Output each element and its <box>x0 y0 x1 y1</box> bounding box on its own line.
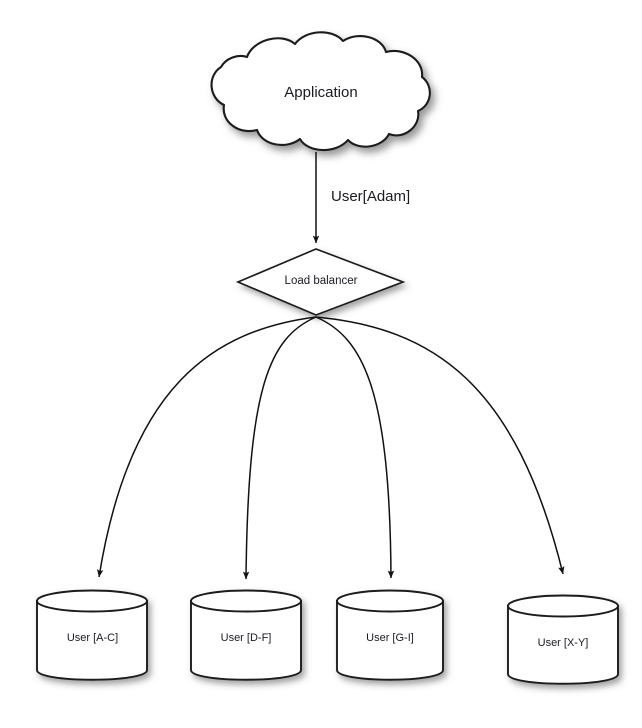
cloud-shape <box>210 31 431 152</box>
edge-curve <box>97 316 317 578</box>
edge-curve <box>315 316 565 575</box>
node-database-3[interactable] <box>507 594 619 685</box>
cylinder-body <box>336 600 444 681</box>
edge-load-balancer-to-database-1 <box>242 316 317 580</box>
cylinder-top <box>507 594 619 618</box>
cylinder-top <box>190 589 302 613</box>
node-database-2[interactable] <box>336 589 444 681</box>
edge-load-balancer-to-database-2 <box>315 316 395 579</box>
node-database-0[interactable] <box>36 589 148 681</box>
node-cloud[interactable] <box>210 31 431 152</box>
cylinder-top <box>36 589 148 613</box>
node-load-balancer[interactable] <box>235 248 406 316</box>
edge-curve <box>242 316 317 580</box>
edge-load-balancer-to-database-0 <box>97 316 317 578</box>
edge-load-balancer-to-database-3 <box>315 316 565 575</box>
cylinder-body <box>507 605 619 685</box>
diamond-shape <box>235 248 406 316</box>
cylinder-body <box>36 600 148 681</box>
edge-curve <box>315 316 395 579</box>
cylinder-top <box>336 589 444 613</box>
node-database-1[interactable] <box>190 589 302 681</box>
cylinder-body <box>190 600 302 681</box>
